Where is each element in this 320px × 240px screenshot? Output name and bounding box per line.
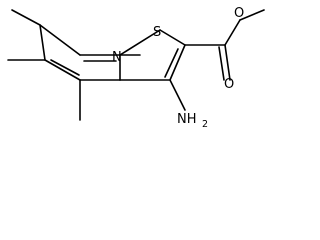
bond-c5-c4 <box>44 59 81 81</box>
methyl-c6 <box>11 9 41 26</box>
bond-ester-oxygen-methyl <box>239 9 265 21</box>
bond-carbonyl-oxygen <box>224 44 231 81</box>
bond-double-inner-thiophene <box>164 48 179 78</box>
bond-c3-amino <box>169 79 186 111</box>
amino-group <box>169 79 186 111</box>
bond-c2-c3 <box>169 44 186 81</box>
ester-group <box>184 9 265 81</box>
atom-label-nitrogen: N <box>112 50 122 65</box>
bond-double-inner-c5c4 <box>50 59 80 76</box>
bond-s-c2 <box>159 29 186 46</box>
bond-c7a-s <box>119 29 161 56</box>
chemical-structure-diagram: N S O O NH 2 <box>7 6 265 130</box>
thiophene-ring <box>119 29 186 81</box>
structure-canvas: N S O O NH 2 <box>0 0 272 132</box>
bond-carbonyl-oxygen-double <box>218 46 225 81</box>
methyl-groups <box>7 9 81 121</box>
atom-label-oxygen-ester: O <box>234 6 244 21</box>
atom-label-oxygen-carbonyl: O <box>224 77 234 92</box>
bond-c6-c5 <box>39 24 46 61</box>
bond-carbonyl-ester-oxygen <box>224 19 241 46</box>
atom-label-sulfur: S <box>153 25 161 40</box>
atom-label-amino-subscript: 2 <box>202 119 208 130</box>
bond-c7a-c6 <box>39 24 81 56</box>
atom-label-amino: NH <box>177 112 197 127</box>
pyridine-ring <box>39 24 141 81</box>
